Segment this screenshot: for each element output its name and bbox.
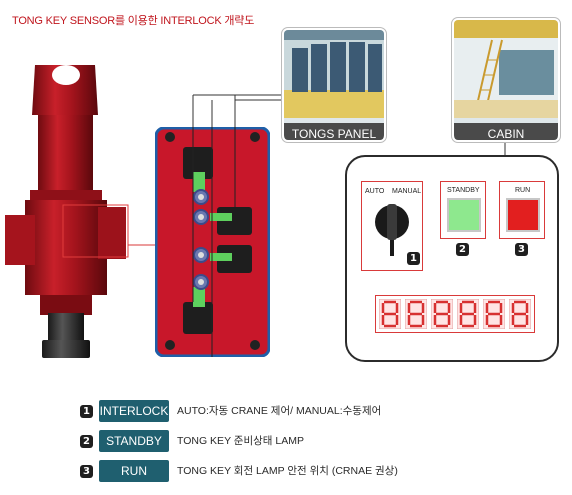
segment-digit-icon [379,299,401,329]
selector-auto-label: AUTO [365,188,385,195]
tongs-panel-thumbnail: TONGS PANEL [282,28,386,142]
standby-lamp-label: STANDBY [447,187,480,194]
segment-digit-icon [483,299,505,329]
legend-number: 3 [80,464,93,478]
tongs-panel-illustration [284,30,384,118]
diagram-title: TONG KEY SENSOR를 이용한 INTERLOCK 개략도 [12,15,255,27]
segment-digit-icon [431,299,453,329]
selector-knob-icon[interactable] [372,200,414,258]
legend-text: AUTO:자동 CRANE 제어/ MANUAL:수동제어 [177,405,382,417]
badge-2: 2 [456,243,469,256]
cabin-illustration [454,20,558,119]
legend-button-standby: STANDBY [99,430,169,452]
run-lamp-frame: RUN [499,181,545,239]
legend-row: 2 STANDBY TONG KEY 준비상태 LAMP [80,430,500,452]
interlock-selector-frame: AUTO MANUAL 1 [361,181,423,271]
segment-display [375,295,535,333]
badge-1: 1 [407,252,420,265]
tongs-panel-label: TONGS PANEL [284,123,384,140]
segment-digit-icon [457,299,479,329]
standby-lamp[interactable] [447,198,481,232]
tong-key-sensor-body [5,65,129,358]
selector-manual-label: MANUAL [392,188,422,195]
legend-text: TONG KEY 준비상태 LAMP [177,435,304,447]
segment-digit-icon [405,299,427,329]
legend-number: 1 [80,404,93,418]
legend-row: 1 INTERLOCK AUTO:자동 CRANE 제어/ MANUAL:수동제… [80,400,500,422]
badge-3: 3 [515,243,528,256]
cabin-control-panel: AUTO MANUAL 1 STANDBY 2 RUN 3 [345,155,559,362]
standby-lamp-frame: STANDBY [440,181,486,239]
run-lamp-label: RUN [515,187,531,194]
cabin-label: CABIN [454,123,558,140]
legend-text: TONG KEY 회전 LAMP 안전 위치 (CRNAE 권상) [177,465,398,477]
sensor-closeup-panel [155,127,270,357]
legend-row: 3 RUN TONG KEY 회전 LAMP 안전 위치 (CRNAE 권상) [80,460,500,482]
segment-digit-icon [509,299,531,329]
run-lamp[interactable] [506,198,540,232]
legend-number: 2 [80,434,93,448]
legend-button-interlock: INTERLOCK [99,400,169,422]
cabin-thumbnail: CABIN [452,18,560,142]
legend: 1 INTERLOCK AUTO:자동 CRANE 제어/ MANUAL:수동제… [80,400,500,482]
legend-button-run: RUN [99,460,169,482]
